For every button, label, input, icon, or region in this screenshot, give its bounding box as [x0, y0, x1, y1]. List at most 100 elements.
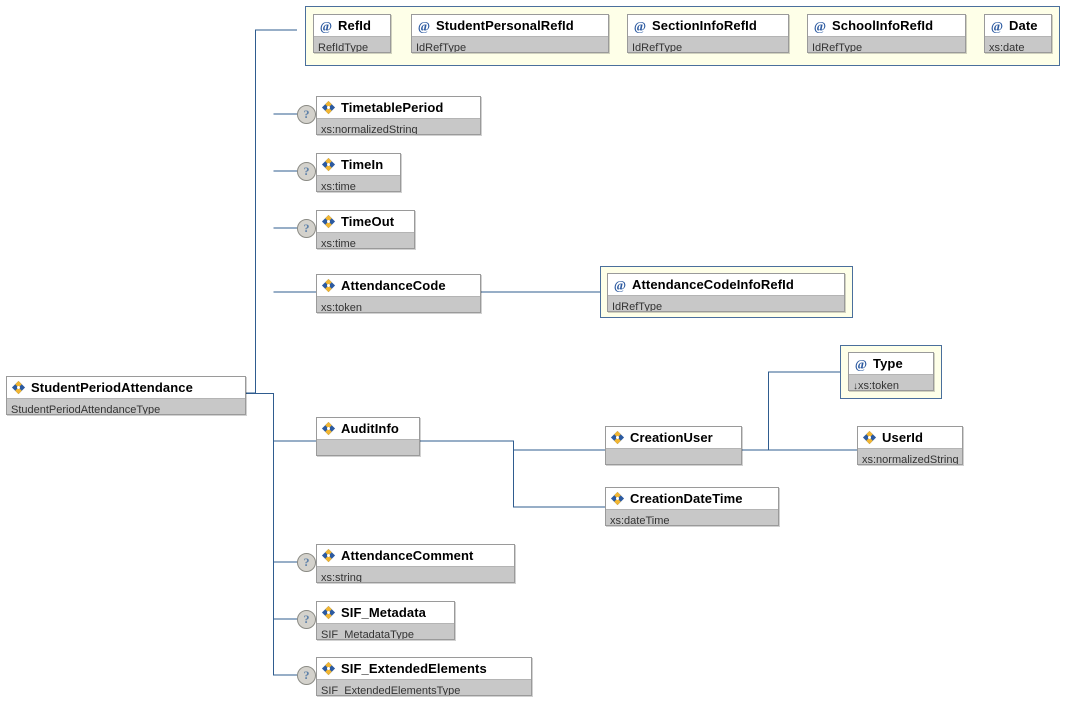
node-type-row: SIF_MetadataType: [317, 623, 454, 639]
node-name-row: UserId: [858, 427, 962, 448]
node-attr-schoolinforefid[interactable]: @ SchoolInfoRefId IdRefType: [807, 14, 966, 53]
attribute-icon: @: [417, 19, 431, 33]
node-type-row: xs:normalizedString: [858, 448, 962, 464]
node-name-row: @ SectionInfoRefId: [628, 15, 788, 36]
optional-marker-sif-metadata: ?: [297, 610, 316, 629]
node-type-row: xs:time: [317, 232, 414, 248]
node-label: SchoolInfoRefId: [832, 18, 934, 33]
node-timein[interactable]: TimeIn xs:time: [316, 153, 401, 192]
node-name-row: StudentPeriodAttendance: [7, 377, 245, 398]
element-icon: [321, 278, 336, 293]
svg-text:@: @: [991, 19, 1003, 33]
node-creationdatetime[interactable]: CreationDateTime xs:dateTime: [605, 487, 779, 526]
node-attr-refid[interactable]: @ RefId RefIdType: [313, 14, 391, 53]
node-name-row: @ RefId: [314, 15, 390, 36]
node-label: StudentPeriodAttendance: [31, 380, 193, 395]
node-attr-studentpersonalrefid[interactable]: @ StudentPersonalRefId IdRefType: [411, 14, 609, 53]
svg-text:@: @: [855, 357, 867, 371]
node-student-period-attendance[interactable]: StudentPeriodAttendance StudentPeriodAtt…: [6, 376, 246, 415]
node-label: AttendanceComment: [341, 548, 474, 563]
attribute-icon: @: [990, 19, 1004, 33]
node-label: AttendanceCodeInfoRefId: [632, 277, 794, 292]
node-type-row: SIF_ExtendedElementsType: [317, 679, 531, 695]
node-type-label: xs:dateTime: [610, 515, 670, 525]
node-type-row: xs:date: [985, 36, 1051, 52]
node-type-row: ↓xs:token: [849, 374, 933, 390]
node-name-row: CreationDateTime: [606, 488, 778, 509]
node-type-label: xs:normalizedString: [321, 124, 418, 134]
optional-marker-attendancecomment: ?: [297, 553, 316, 572]
node-type-row: xs:normalizedString: [317, 118, 480, 134]
node-name-row: @ Type: [849, 353, 933, 374]
node-type-row: xs:token: [317, 296, 480, 312]
node-name-row: @ AttendanceCodeInfoRefId: [608, 274, 844, 295]
node-type-label: IdRefType: [416, 42, 467, 52]
node-type-row: IdRefType: [808, 36, 965, 52]
restriction-arrow-icon: ↓: [853, 381, 858, 390]
node-type-row: [606, 448, 741, 464]
node-name-row: TimeIn: [317, 154, 400, 175]
node-label: TimeOut: [341, 214, 395, 229]
node-type-label: StudentPeriodAttendanceType: [11, 404, 161, 414]
node-auditinfo[interactable]: AuditInfo: [316, 417, 420, 456]
node-label: RefId: [338, 18, 371, 33]
node-type-label: xs:date: [989, 42, 1025, 52]
node-type-label: xs:string: [321, 572, 362, 582]
node-type-row: StudentPeriodAttendanceType: [7, 398, 245, 414]
node-userid[interactable]: UserId xs:normalizedString: [857, 426, 963, 465]
node-type-label: xs:time: [321, 238, 356, 248]
node-type-label: IdRefType: [612, 301, 663, 311]
node-name-row: SIF_ExtendedElements: [317, 658, 531, 679]
node-name-row: SIF_Metadata: [317, 602, 454, 623]
node-label: CreationUser: [630, 430, 713, 445]
node-attr-type[interactable]: @ Type ↓xs:token: [848, 352, 934, 391]
node-sif-extendedelements[interactable]: SIF_ExtendedElements SIF_ExtendedElement…: [316, 657, 532, 696]
optional-marker-timeout: ?: [297, 219, 316, 238]
node-attr-attendancecodeinforefid[interactable]: @ AttendanceCodeInfoRefId IdRefType: [607, 273, 845, 312]
node-creationuser[interactable]: CreationUser: [605, 426, 742, 465]
node-sif-metadata[interactable]: SIF_Metadata SIF_MetadataType: [316, 601, 455, 640]
node-type-label: xs:token: [321, 302, 362, 312]
node-label: TimetablePeriod: [341, 100, 444, 115]
node-attendancecode[interactable]: AttendanceCode xs:token: [316, 274, 481, 313]
element-icon: [11, 380, 26, 395]
element-icon: [321, 157, 336, 172]
svg-text:@: @: [418, 19, 430, 33]
node-name-row: TimeOut: [317, 211, 414, 232]
node-name-row: @ Date: [985, 15, 1051, 36]
element-icon: [321, 421, 336, 436]
element-icon: [321, 100, 336, 115]
node-label: TimeIn: [341, 157, 384, 172]
node-type-label: RefIdType: [318, 42, 369, 52]
svg-text:@: @: [814, 19, 826, 33]
node-label: AuditInfo: [341, 421, 399, 436]
node-label: UserId: [882, 430, 924, 445]
node-attendancecomment[interactable]: AttendanceComment xs:string: [316, 544, 515, 583]
node-type-row: IdRefType: [608, 295, 844, 311]
node-attr-sectioninforefid[interactable]: @ SectionInfoRefId IdRefType: [627, 14, 789, 53]
node-type-label: xs:normalizedString: [862, 454, 959, 464]
element-icon: [610, 430, 625, 445]
attribute-icon: @: [854, 357, 868, 371]
node-timeout[interactable]: TimeOut xs:time: [316, 210, 415, 249]
optional-marker-timein: ?: [297, 162, 316, 181]
node-timetableperiod[interactable]: TimetablePeriod xs:normalizedString: [316, 96, 481, 135]
node-name-row: @ StudentPersonalRefId: [412, 15, 608, 36]
element-icon: [321, 605, 336, 620]
node-type-label: IdRefType: [632, 42, 683, 52]
node-attr-date[interactable]: @ Date xs:date: [984, 14, 1052, 53]
element-icon: [321, 548, 336, 563]
element-icon: [610, 491, 625, 506]
svg-text:@: @: [320, 19, 332, 33]
node-label: Date: [1009, 18, 1038, 33]
attribute-icon: @: [813, 19, 827, 33]
node-label: SIF_Metadata: [341, 605, 427, 620]
node-type-label: SIF_ExtendedElementsType: [321, 685, 461, 695]
attribute-icon: @: [633, 19, 647, 33]
node-type-row: xs:string: [317, 566, 514, 582]
node-label: SIF_ExtendedElements: [341, 661, 487, 676]
svg-text:@: @: [634, 19, 646, 33]
optional-marker-sif-extendedelements: ?: [297, 666, 316, 685]
svg-text:@: @: [614, 278, 626, 292]
